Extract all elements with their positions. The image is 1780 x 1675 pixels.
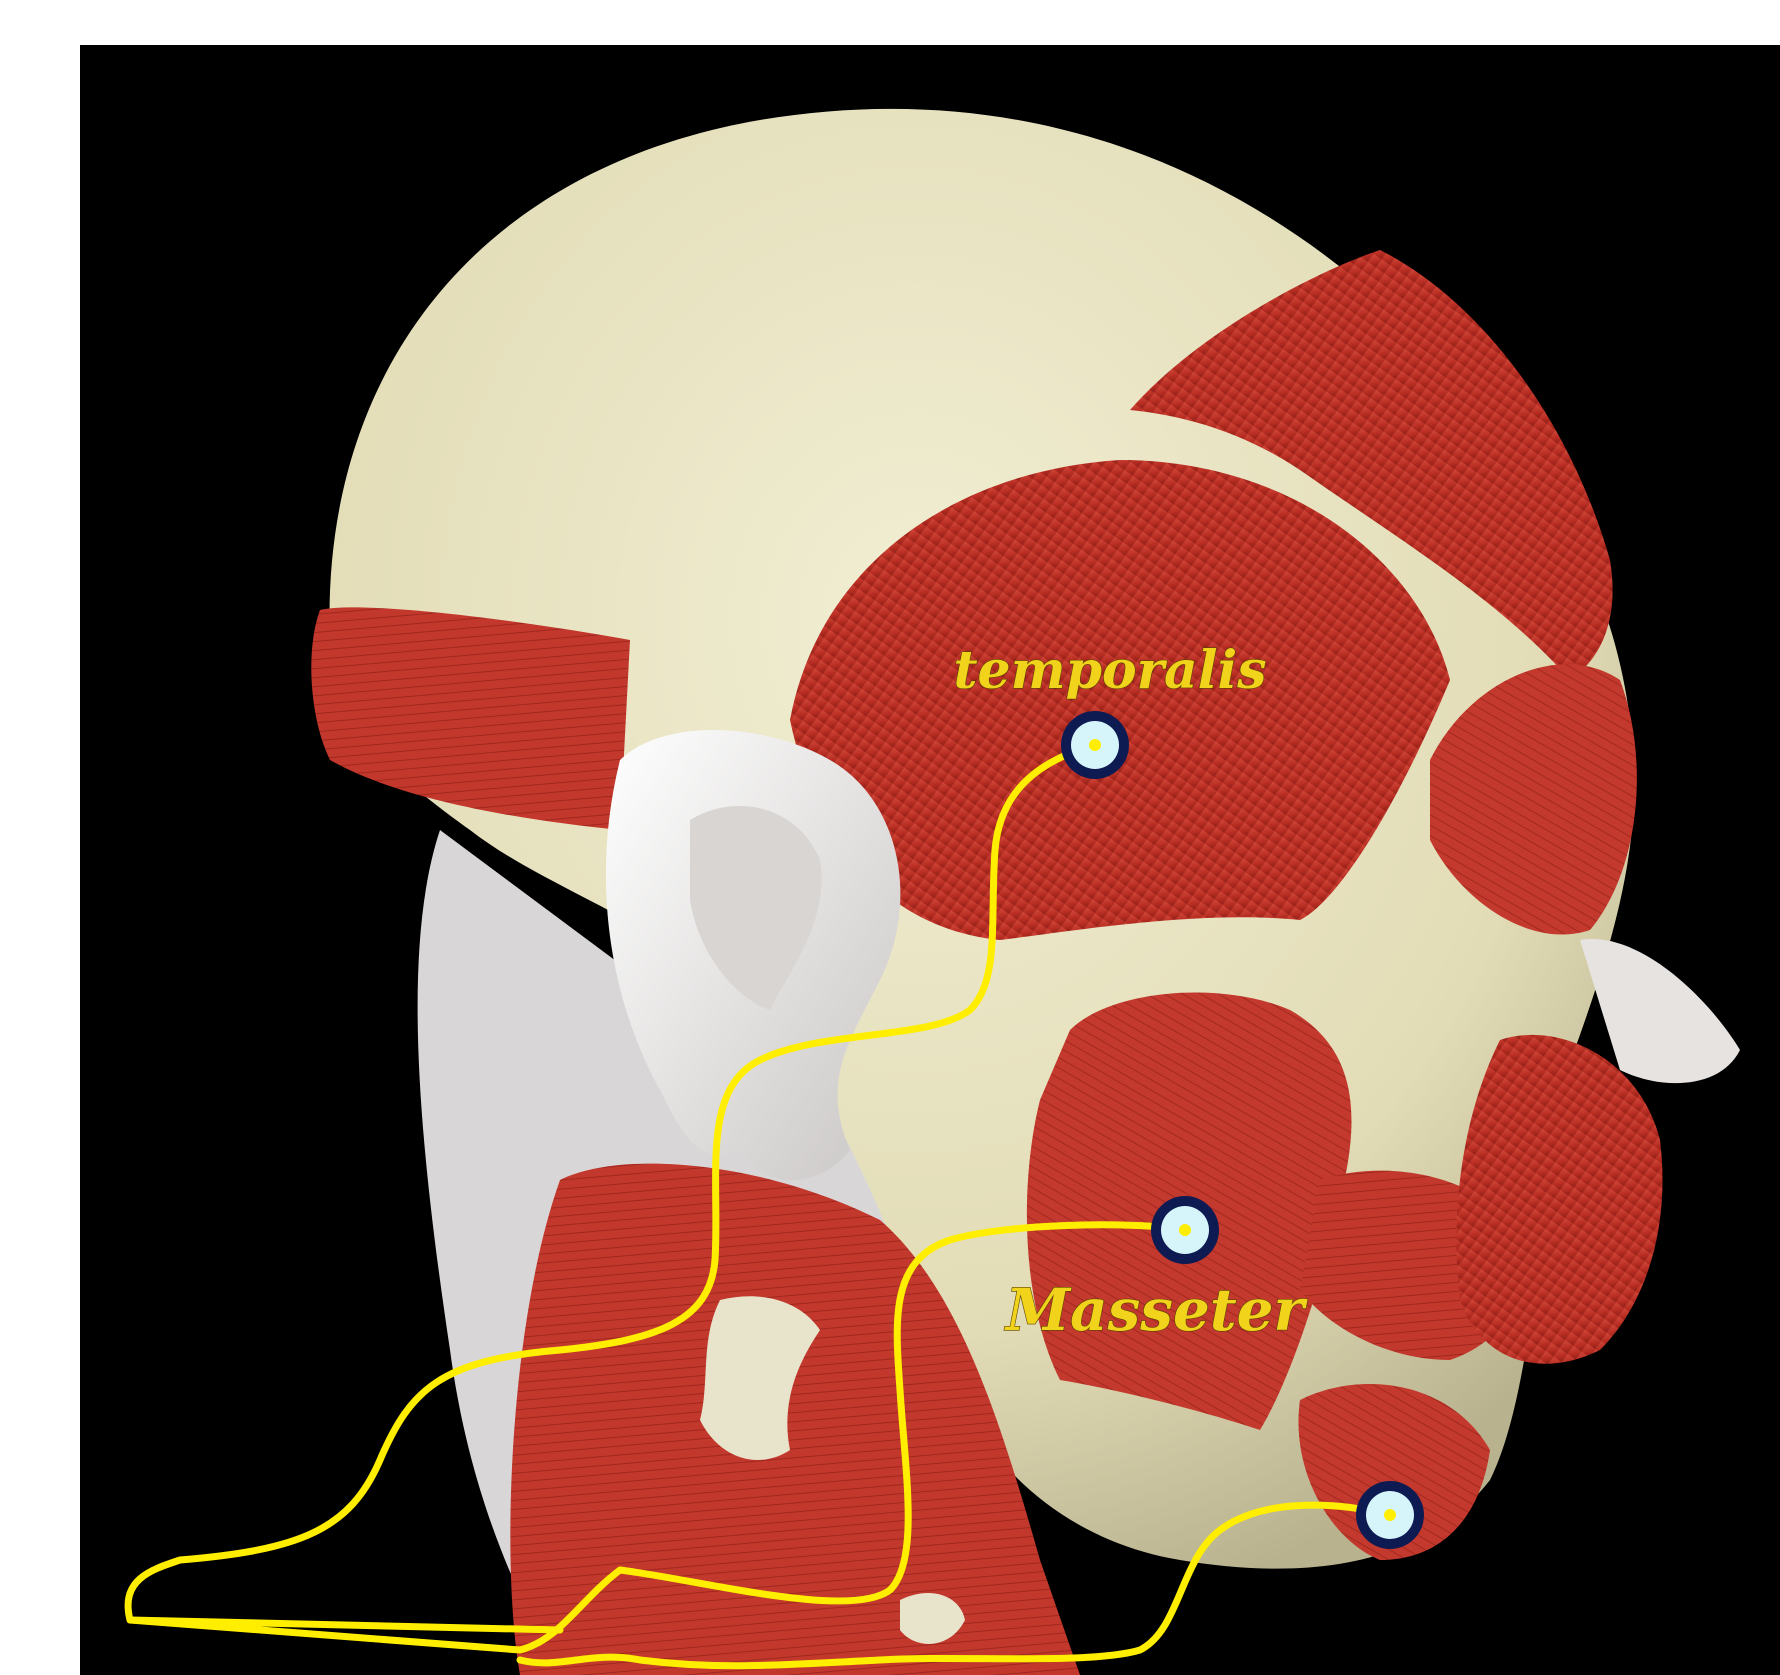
electrode-depressor: [1356, 1481, 1424, 1549]
temporalis-label: temporalis: [953, 640, 1266, 701]
electrode-masseter: [1151, 1196, 1219, 1264]
masseter-label: Masseter: [1004, 1276, 1309, 1344]
electrode-temporalis: [1061, 711, 1129, 779]
